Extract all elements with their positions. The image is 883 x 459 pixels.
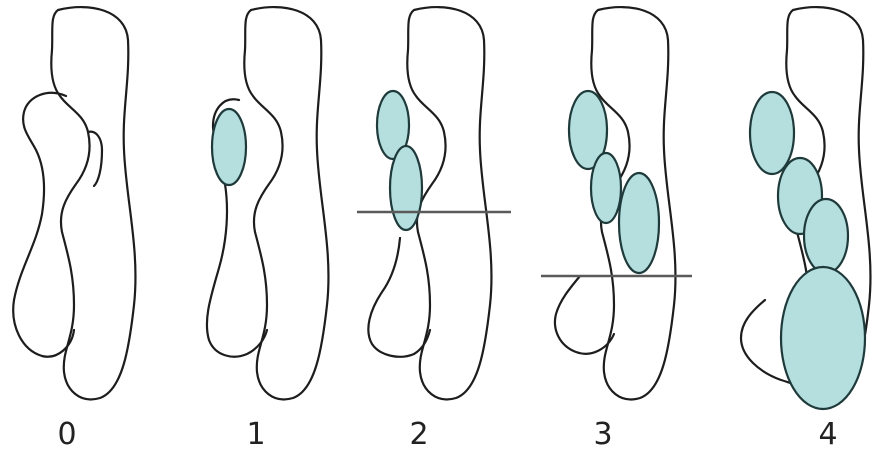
stage-2-organ	[368, 7, 491, 399]
stage-4-mass-1	[750, 92, 794, 174]
stage-label-4: 4	[808, 418, 848, 452]
stage-1-mass-1	[212, 109, 246, 185]
stage-0-organ	[13, 7, 135, 399]
stage-4-mass-4	[781, 267, 865, 409]
stage-label-3: 3	[583, 418, 623, 452]
stage-4-mass-3	[804, 199, 848, 273]
stage-label-1: 1	[236, 418, 276, 452]
stage-2-mass-2	[390, 146, 422, 230]
stage-3-mass-3	[619, 173, 659, 273]
stage-label-2: 2	[399, 418, 439, 452]
stage-label-0: 0	[47, 418, 87, 452]
stage-3-mass-2	[591, 153, 621, 223]
stage-1-organ	[207, 7, 329, 399]
